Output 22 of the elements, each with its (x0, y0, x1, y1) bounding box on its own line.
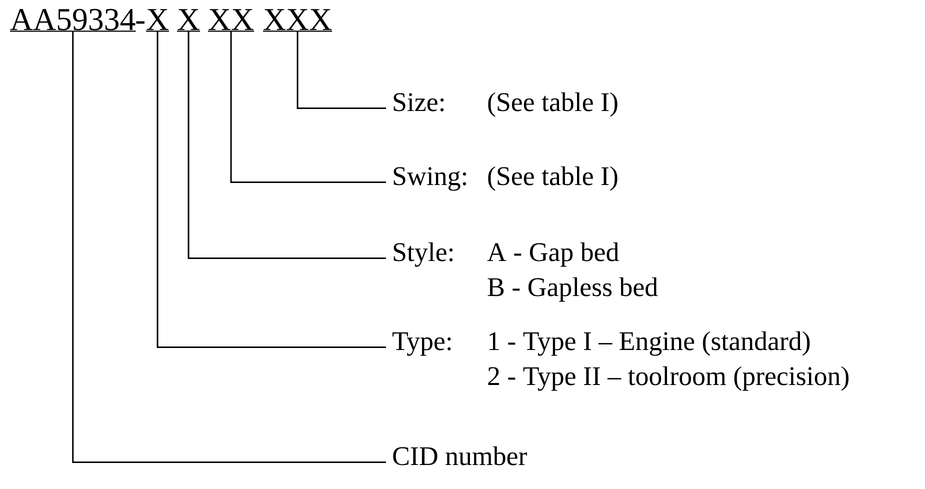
leader-line (188, 31, 386, 259)
leader-line (296, 31, 386, 109)
leader-line (230, 31, 386, 183)
value-text: (See table I) (488, 166, 618, 191)
value-text: (See table I) (488, 92, 618, 117)
code-segment: AA59334 (10, 8, 136, 32)
field-label: CID number (393, 446, 527, 466)
field-label: Swing: (394, 167, 466, 191)
value-text: A - Gap bed (487, 242, 619, 267)
value-text: 1 - Type I – Engine (standard) (489, 331, 810, 356)
code-segment: XXX (263, 9, 332, 32)
value-text: B - Gapless bed (488, 277, 658, 302)
field-label: Type: (392, 332, 451, 356)
separator: - (136, 21, 144, 24)
code-segment: X (146, 9, 170, 32)
field-label: Size: (394, 93, 444, 112)
code-segment: XX (208, 9, 254, 32)
code-segment: X (177, 9, 200, 32)
leader-line (72, 31, 386, 463)
leader-line (156, 31, 386, 348)
field-label: Style: (394, 242, 453, 267)
value-text: 2 - Type II – toolroom (precision) (488, 366, 848, 391)
